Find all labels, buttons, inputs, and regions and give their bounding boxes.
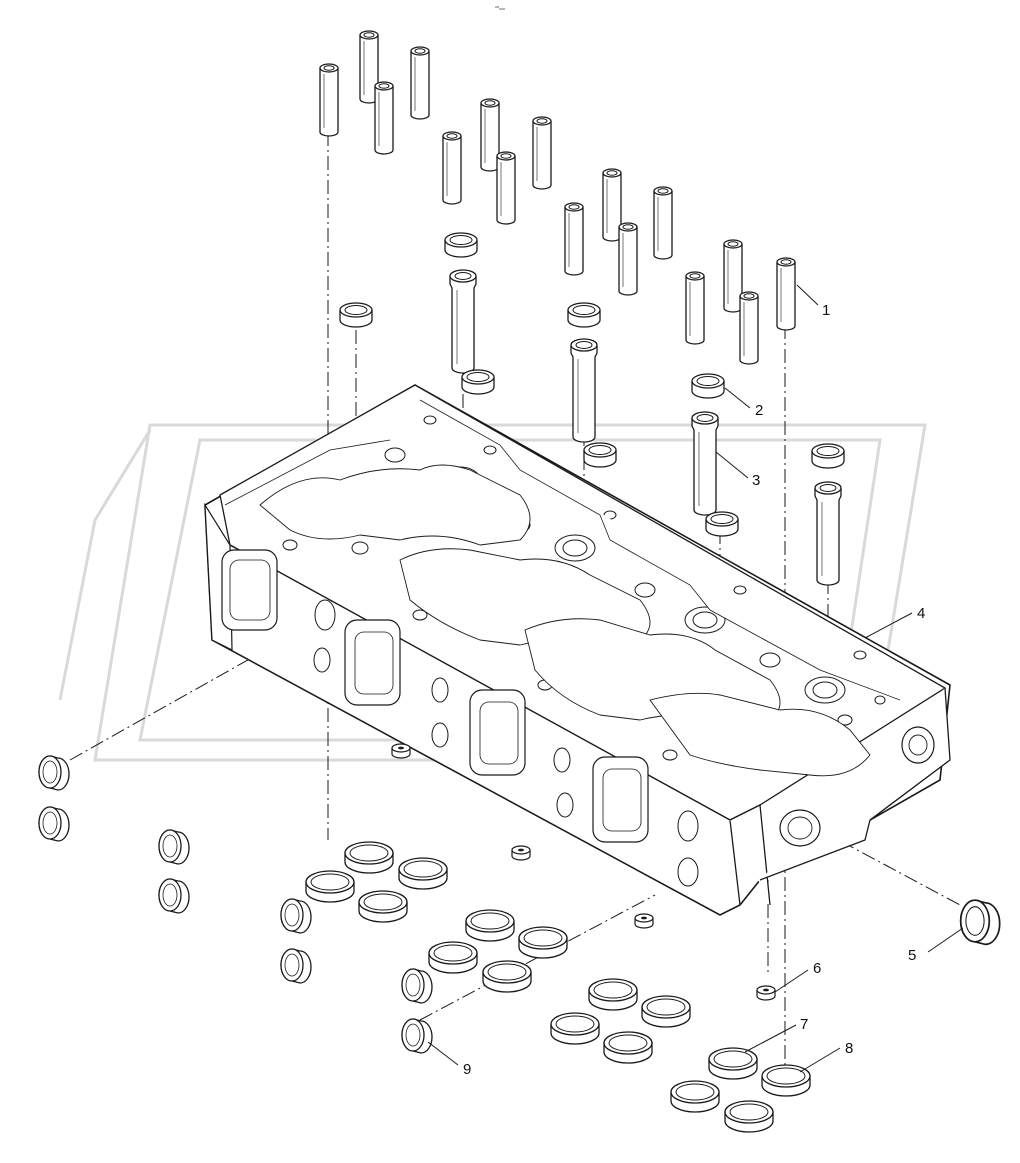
valve-guides — [319, 30, 796, 365]
valve-seat-ring-icon — [461, 369, 495, 395]
callout-2: 2 — [755, 402, 763, 419]
callout-9: 9 — [463, 1061, 471, 1078]
valve-seat-ring-icon — [761, 1064, 811, 1097]
valve-guide-icon — [532, 116, 552, 190]
valve-seat-ring-icon — [705, 511, 739, 537]
valve-guide-icon — [776, 257, 796, 331]
valve-seat-ring-icon — [465, 909, 515, 942]
valve-seat-ring-icon — [339, 302, 373, 328]
valve-seat-ring-icon — [518, 926, 568, 959]
valve-seat-ring-icon — [305, 870, 355, 903]
cylinder-head-icon — [204, 384, 951, 916]
valve-seat-ring-icon — [811, 443, 845, 469]
valve-seat-ring-icon — [708, 1047, 758, 1080]
valve-guide-icon — [602, 168, 622, 242]
valve-guide-icon — [653, 186, 673, 260]
valve-seat-ring-icon — [724, 1100, 774, 1133]
valve-seat-ring-icon — [482, 960, 532, 993]
valve-guide-icon — [319, 63, 339, 137]
injector-sleeve-icon — [691, 411, 719, 516]
valve-guide-icon — [685, 271, 705, 345]
callout-1: 1 — [822, 302, 830, 319]
injector-sleeve-icon — [449, 269, 477, 374]
threaded-plug-icon — [391, 743, 411, 759]
valve-seat-ring-icon — [358, 890, 408, 923]
threaded-plug-icon — [756, 985, 776, 1001]
valve-guide-icon — [442, 131, 462, 205]
valve-guide-icon — [723, 239, 743, 313]
injector-sleeve-icon — [814, 481, 842, 586]
valve-guide-icon — [496, 151, 516, 225]
callout-7: 7 — [800, 1016, 808, 1033]
expansion-plug-icon — [38, 806, 70, 842]
valve-seat-ring-icon — [691, 373, 725, 399]
valve-guide-icon — [480, 98, 500, 172]
valve-guide-icon — [618, 222, 638, 296]
valve-seat-ring-icon — [670, 1080, 720, 1113]
threaded-plug-icon — [511, 845, 531, 861]
injector-sleeve-icon — [570, 338, 598, 443]
expansion-plug-icon — [401, 1018, 433, 1054]
valve-guide-icon — [739, 291, 759, 365]
expansion-plug-icon — [959, 899, 1001, 946]
threaded-plug-icon — [634, 913, 654, 929]
callout-3: 3 — [752, 472, 760, 489]
expansion-plug-icon — [158, 829, 190, 865]
expansion-plug-icon — [280, 948, 312, 984]
expansion-plug-icon — [401, 968, 433, 1004]
leader-lines — [427, 284, 964, 1073]
expansion-plug-icon — [38, 755, 70, 791]
valve-seat-ring-icon — [603, 1031, 653, 1064]
valve-seat-ring-icon — [428, 941, 478, 974]
valve-guide-icon — [374, 81, 394, 155]
expansion-plug-icon — [158, 878, 190, 914]
callout-6: 6 — [813, 960, 821, 977]
valve-seat-ring-icon — [641, 995, 691, 1028]
valve-seat-ring-icon — [444, 232, 478, 258]
valve-seat-ring-icon — [583, 442, 617, 468]
valve-seat-ring-icon — [550, 1012, 600, 1045]
valve-guide-icon — [564, 202, 584, 276]
expansion-plug-icon — [280, 898, 312, 934]
valve-seat-ring-icon — [567, 302, 601, 328]
valve-seat-ring-icon — [588, 978, 638, 1011]
callouts: 1 2 3 4 5 6 7 8 9 — [463, 302, 925, 1078]
callout-8: 8 — [845, 1040, 853, 1057]
header-mark: ⁰⁸₀₀₀ — [495, 6, 505, 12]
valve-guide-icon — [410, 46, 430, 120]
callout-4: 4 — [917, 605, 925, 622]
valve-seat-ring-icon — [398, 857, 448, 890]
valve-seat-ring-icon — [344, 841, 394, 874]
callout-5: 5 — [908, 947, 916, 964]
